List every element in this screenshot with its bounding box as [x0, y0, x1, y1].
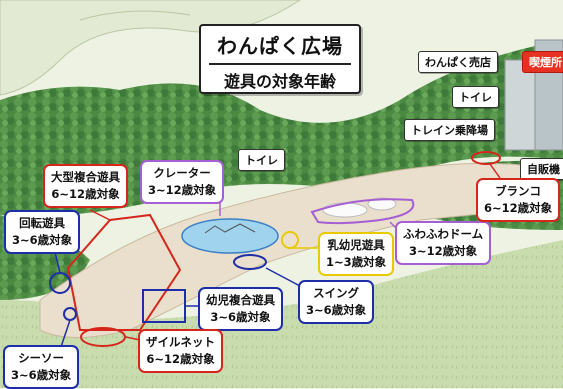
label-swing: ブランコ 6~12歳対象: [476, 178, 561, 222]
label-seesaw: シーソー 3~6歳対象: [3, 345, 80, 389]
map-subtitle: 遊具の対象年齢: [209, 63, 351, 92]
label-crater: クレーター 3~12歳対象: [140, 160, 225, 204]
station-tag: トレイン乗降場: [404, 119, 495, 141]
label-infant: 乳幼児遊具 1~3歳対象: [318, 232, 395, 276]
label-swing2: スイング 3~6歳対象: [298, 280, 375, 324]
vending-tag: 自販機: [520, 158, 563, 180]
label-rotating: 回転遊具 3~6歳対象: [4, 210, 81, 254]
toilet-top-tag: トイレ: [452, 86, 499, 108]
title-box: わんぱく広場 遊具の対象年齢: [199, 24, 361, 94]
toilet-center-tag: トイレ: [238, 149, 285, 171]
label-toddler-complex: 幼児複合遊具 3~6歳対象: [198, 287, 283, 331]
label-fuwafuwa: ふわふわドーム 3~12歳対象: [395, 221, 492, 265]
smoking-tag: 喫煙所: [522, 51, 563, 73]
label-large-complex: 大型複合遊具 6~12歳対象: [43, 164, 128, 208]
shop-tag: わんぱく売店: [418, 51, 498, 73]
map-title: わんぱく広場: [217, 34, 343, 58]
label-zipline: ザイルネット 6~12歳対象: [138, 329, 223, 373]
